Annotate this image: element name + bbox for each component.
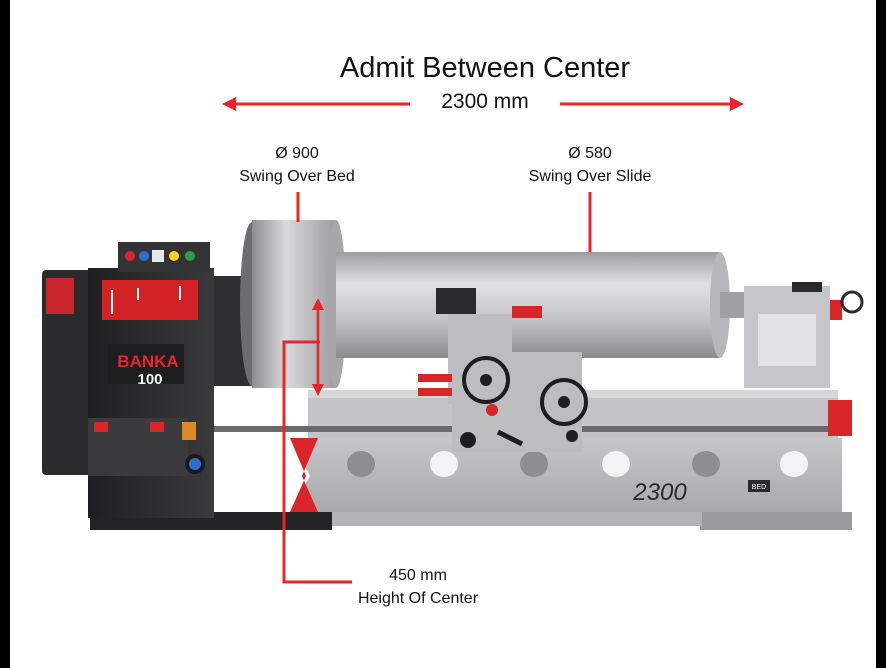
swing-over-slide-value: Ø 580 (568, 145, 612, 162)
center-height-indicator (312, 298, 324, 396)
height-of-center-value: 450 mm (389, 567, 447, 584)
carriage (418, 288, 588, 452)
swing-over-slide-label: Ø 580 Swing Over Slide (505, 142, 675, 188)
model-number: 100 (137, 371, 162, 388)
arrow-left-icon (222, 97, 236, 111)
headstock: BANKA 100 (42, 242, 254, 518)
workpiece (336, 252, 730, 358)
height-of-center-label: 450 mm Height Of Center (338, 564, 498, 610)
bed-badge: BED (752, 484, 766, 491)
swing-over-bed-value: Ø 900 (275, 145, 319, 162)
arrow-right-icon (730, 97, 744, 111)
bed-length-marking: 2300 (632, 479, 687, 506)
height-of-center-caption: Height Of Center (357, 590, 479, 607)
brand-logo: BANKA (117, 352, 178, 371)
page-title: Admit Between Center (339, 52, 631, 84)
chuck (240, 220, 346, 388)
tailstock (720, 282, 864, 388)
height-of-center-leader (282, 340, 352, 584)
cross-slide-handwheel-icon (540, 378, 588, 426)
handwheel-icon (840, 290, 864, 314)
apron-handwheel-icon (462, 356, 510, 404)
swing-over-slide-caption: Swing Over Slide (528, 168, 652, 185)
swing-over-bed-caption: Swing Over Bed (239, 168, 355, 185)
admit-dimension-label: 2300 mm (410, 90, 560, 114)
admit-between-center-arrow (222, 97, 744, 111)
swing-over-bed-label: Ø 900 Swing Over Bed (212, 142, 382, 188)
